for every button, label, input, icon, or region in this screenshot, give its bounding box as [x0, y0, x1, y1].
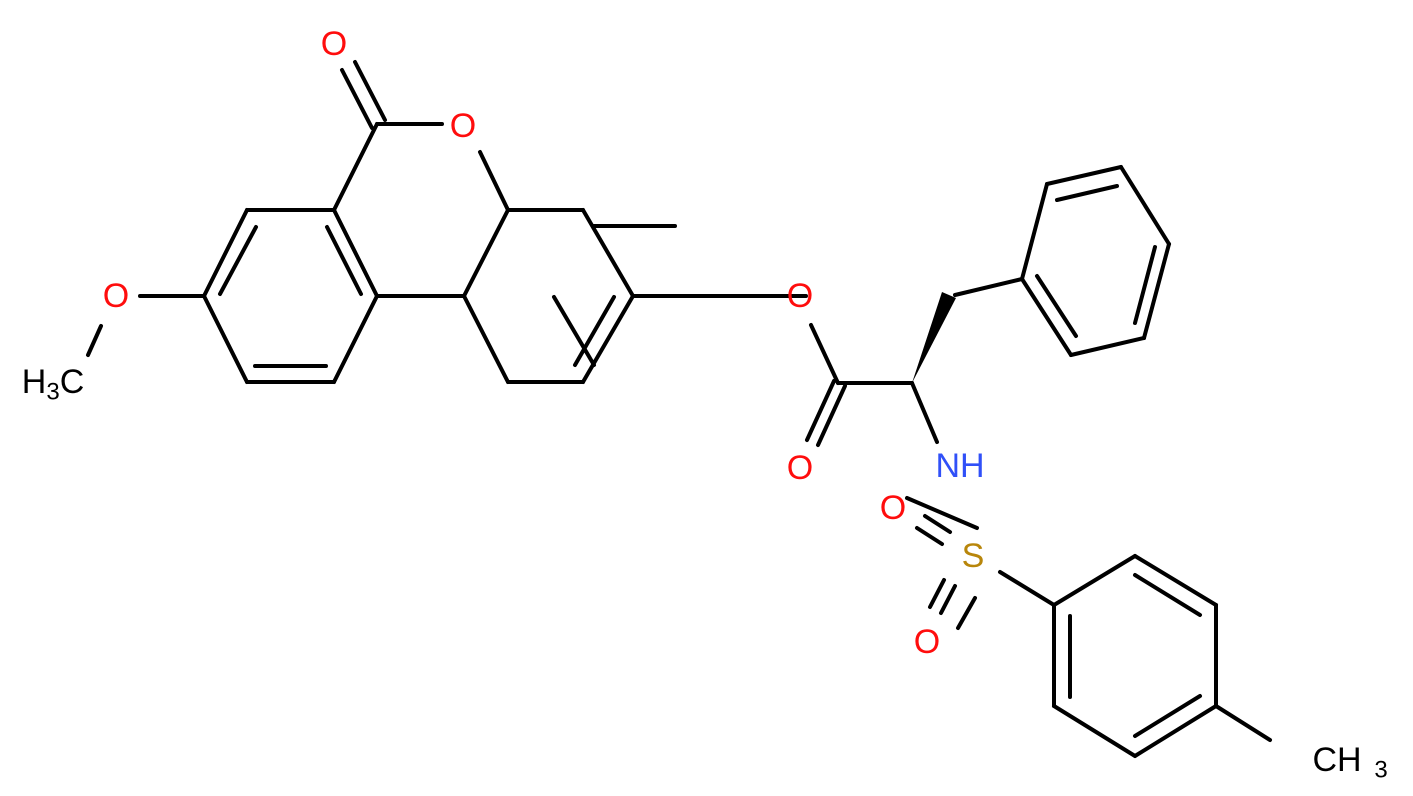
- atom-o-sulfonyl-top: O: [880, 489, 906, 527]
- atom-ch-methyl-right: CH: [1312, 741, 1361, 779]
- atom-o-ester: O: [787, 277, 813, 315]
- middle-benzene-ring: [462, 208, 677, 384]
- stereo-wedge-bond: [912, 292, 956, 383]
- atom-o-lactone-carbonyl: O: [321, 25, 347, 63]
- atom-h-methyl-left: H: [22, 363, 47, 401]
- atom-o-sulfonyl-bottom: O: [914, 623, 940, 661]
- lactone-ring: [332, 60, 510, 298]
- atom-subscript-3-right: 3: [1374, 757, 1387, 784]
- atom-o-methoxy: O: [103, 277, 129, 315]
- methoxy-group: [86, 294, 206, 357]
- ester-linkage: [631, 294, 914, 447]
- sulfonamide-group: [905, 496, 1056, 630]
- alpha-carbon-group: [910, 277, 1024, 444]
- phenyl-ring: [1020, 165, 1171, 357]
- atom-nh: NH: [935, 447, 984, 485]
- atom-subscript-3-left: 3: [46, 379, 59, 406]
- left-benzene-ring: [202, 208, 379, 384]
- atom-c-methyl-left: C: [60, 363, 85, 401]
- atom-o-lactone-ring: O: [450, 107, 476, 145]
- atom-labels: O O O H 3 C O O NH O S O CH 3: [22, 25, 1388, 784]
- atom-s: S: [962, 537, 985, 575]
- atom-o-ester-carbonyl: O: [787, 449, 813, 487]
- tolyl-ring: [1052, 554, 1272, 758]
